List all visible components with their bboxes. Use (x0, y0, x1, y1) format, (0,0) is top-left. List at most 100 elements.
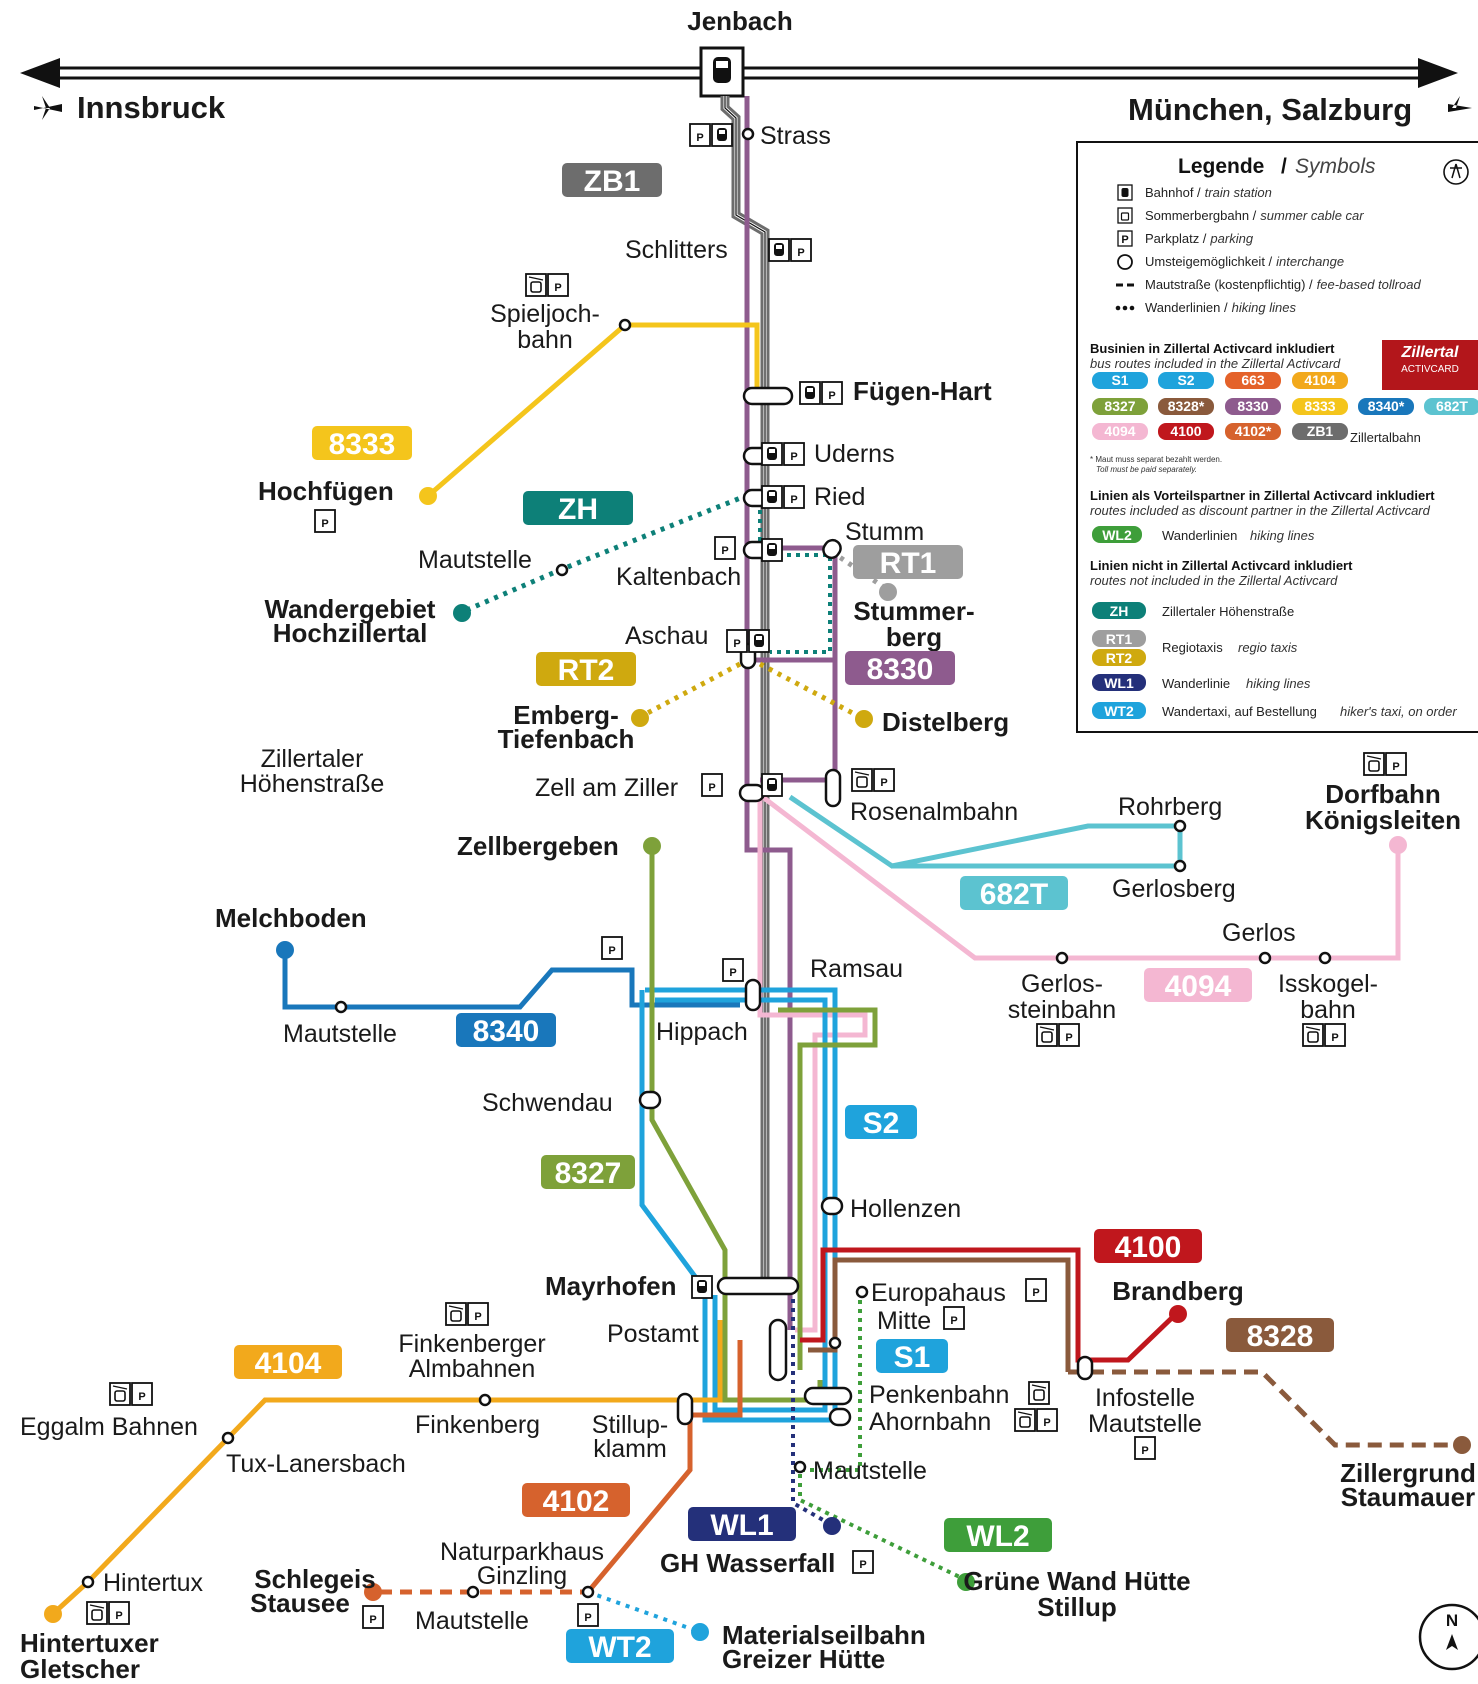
legend-pill-label: 4104 (1304, 372, 1335, 388)
station-uderns: Uderns (814, 440, 895, 468)
badge-zb1: ZB1 (562, 163, 662, 198)
legend-wl2-en: hiking lines (1250, 528, 1315, 543)
badge-label: 8327 (555, 1157, 622, 1190)
legend-pill-label: 8327 (1104, 398, 1135, 414)
station-mautstelle-zh: Mautstelle (418, 546, 532, 574)
line-4094 (757, 793, 1401, 1333)
legend-pill-label: 4102* (1235, 423, 1272, 439)
station-isskogelbahn: Isskogel- (1278, 970, 1378, 998)
legend-section3-en: routes not included in the Zillertal Act… (1090, 573, 1338, 588)
station-hochfuegen: Hochfügen (258, 476, 394, 506)
legend-pill: S1 (1092, 372, 1148, 389)
station-zellbergeben: Zellbergeben (457, 831, 619, 861)
badge-8340: 8340 (456, 1013, 556, 1048)
plane-icon (1448, 96, 1472, 112)
legend-symbol-en: parking (1209, 231, 1253, 246)
parking-icon: P (1025, 1278, 1047, 1302)
legend-pill-label: 682T (1436, 398, 1468, 414)
svg-text:N: N (1446, 1611, 1458, 1630)
station-tux-lanersbach: Tux-Lanersbach (226, 1450, 406, 1478)
station-naturparkhaus: Naturparkhaus (440, 1538, 604, 1566)
svg-text:P: P (321, 518, 328, 530)
station-mautstelle-wl: Mautstelle (813, 1457, 927, 1485)
station-dorfbahn: Dorfbahn (1325, 779, 1441, 809)
parking-icon: P (714, 536, 736, 560)
svg-text:P: P (1331, 1032, 1338, 1044)
stops (638, 386, 1094, 1427)
legend-box: Legende / Symbols Bahnhof /train station… (1076, 141, 1478, 733)
cable-car-icon (1117, 207, 1133, 224)
line-wt2 (587, 1590, 701, 1634)
badge-8330: 8330 (845, 651, 955, 686)
svg-text:P: P (859, 1559, 866, 1571)
legend-toll-note-de: * Maut muss separat bezahlt werden. (1090, 455, 1222, 464)
svg-text:P: P (608, 945, 615, 957)
station-kaltenbach: Kaltenbach (616, 563, 741, 591)
legend-symbol-de: Parkplatz / (1145, 231, 1207, 246)
plane-icon (34, 96, 62, 120)
badge-label: S1 (894, 1341, 931, 1374)
svg-text:P: P (1121, 234, 1128, 246)
badge-4100: 4100 (1094, 1229, 1202, 1264)
line-8333 (426, 322, 760, 498)
badge-label: ZH (558, 493, 598, 526)
legend-pill-wl2: WL2 (1102, 527, 1132, 543)
train-station-icon (761, 442, 783, 466)
station-eggalm-bahnen: Eggalm Bahnen (20, 1413, 198, 1441)
parking-icon: P (547, 273, 569, 297)
legend-symbol-en: interchange (1276, 254, 1344, 269)
parking-icon: P (726, 629, 748, 653)
cable-car-icon (1028, 1381, 1050, 1405)
station-hippach: Hippach (656, 1018, 748, 1046)
cable-car-icon (1014, 1408, 1036, 1432)
badge-8327: 8327 (541, 1155, 635, 1190)
line-8328 (808, 1257, 1071, 1372)
badge-4104: 4104 (234, 1345, 342, 1380)
legend-pill: 4094 (1092, 423, 1148, 440)
station-aschau: Aschau (625, 622, 708, 650)
station-spieljoch: Spieljoch- (490, 300, 600, 328)
line-4104 (53, 1320, 723, 1614)
station-schlegeis-2: Stausee (250, 1588, 350, 1618)
parking-icon: P (783, 485, 805, 509)
cable-car-icon (1036, 1023, 1058, 1047)
legend-zb1-text: Zillertalbahn (1350, 430, 1421, 445)
legend-pill: 663 (1225, 372, 1281, 389)
station-finkenberg: Finkenberg (415, 1411, 540, 1439)
station-zell-am-ziller: Zell am Ziller (535, 774, 678, 802)
activcard-brand: Zillertal (1401, 344, 1459, 361)
parking-icon: P (467, 1302, 489, 1326)
station-materialseilbahn-2: Greizer Hütte (722, 1644, 885, 1674)
legend-section1-en: bus routes included in the Zillertal Act… (1090, 356, 1341, 371)
svg-text:P: P (474, 1311, 481, 1323)
station-naturparkhaus-2: Ginzling (477, 1562, 567, 1590)
legend-section2-en: routes included as discount partner in t… (1090, 503, 1431, 518)
station-wandergebiet-2: Hochzillertal (273, 618, 428, 648)
activcard-logo: Zillertal ACTIVCARD (1382, 340, 1478, 390)
activcard-sub: ACTIVCARD (1401, 364, 1459, 375)
svg-text:P: P (828, 390, 835, 402)
svg-text:P: P (1065, 1032, 1072, 1044)
station-schlegeis: Schlegeis (254, 1564, 375, 1594)
station-schlitters: Schlitters (625, 236, 728, 264)
line-s1 (655, 997, 828, 1413)
parking-icon: P (1036, 1408, 1058, 1432)
svg-text:P: P (1392, 761, 1399, 773)
station-brandberg: Brandberg (1112, 1276, 1243, 1306)
badge-label: 8333 (329, 428, 396, 461)
station-mautstelle-8340: Mautstelle (283, 1020, 397, 1048)
legend-pill-label: 8340* (1368, 398, 1405, 414)
svg-text:P: P (369, 1614, 376, 1626)
svg-text:P: P (790, 494, 797, 506)
legend-wt2-de: Wandertaxi, auf Bestellung (1162, 704, 1317, 719)
badge-label: 8328 (1247, 1320, 1314, 1353)
station-hintertuxer-gletscher: Hintertuxer (20, 1628, 159, 1658)
station-gh-wasserfall: GH Wasserfall (660, 1548, 835, 1578)
parking-icon: P (131, 1382, 153, 1406)
badge-label: 8330 (867, 653, 934, 686)
station-emberg: Emberg- (513, 700, 618, 730)
legend-pill: 8340* (1358, 398, 1414, 415)
badge-label: WL1 (710, 1509, 773, 1542)
station-ahornbahn: Ahornbahn (869, 1408, 991, 1436)
